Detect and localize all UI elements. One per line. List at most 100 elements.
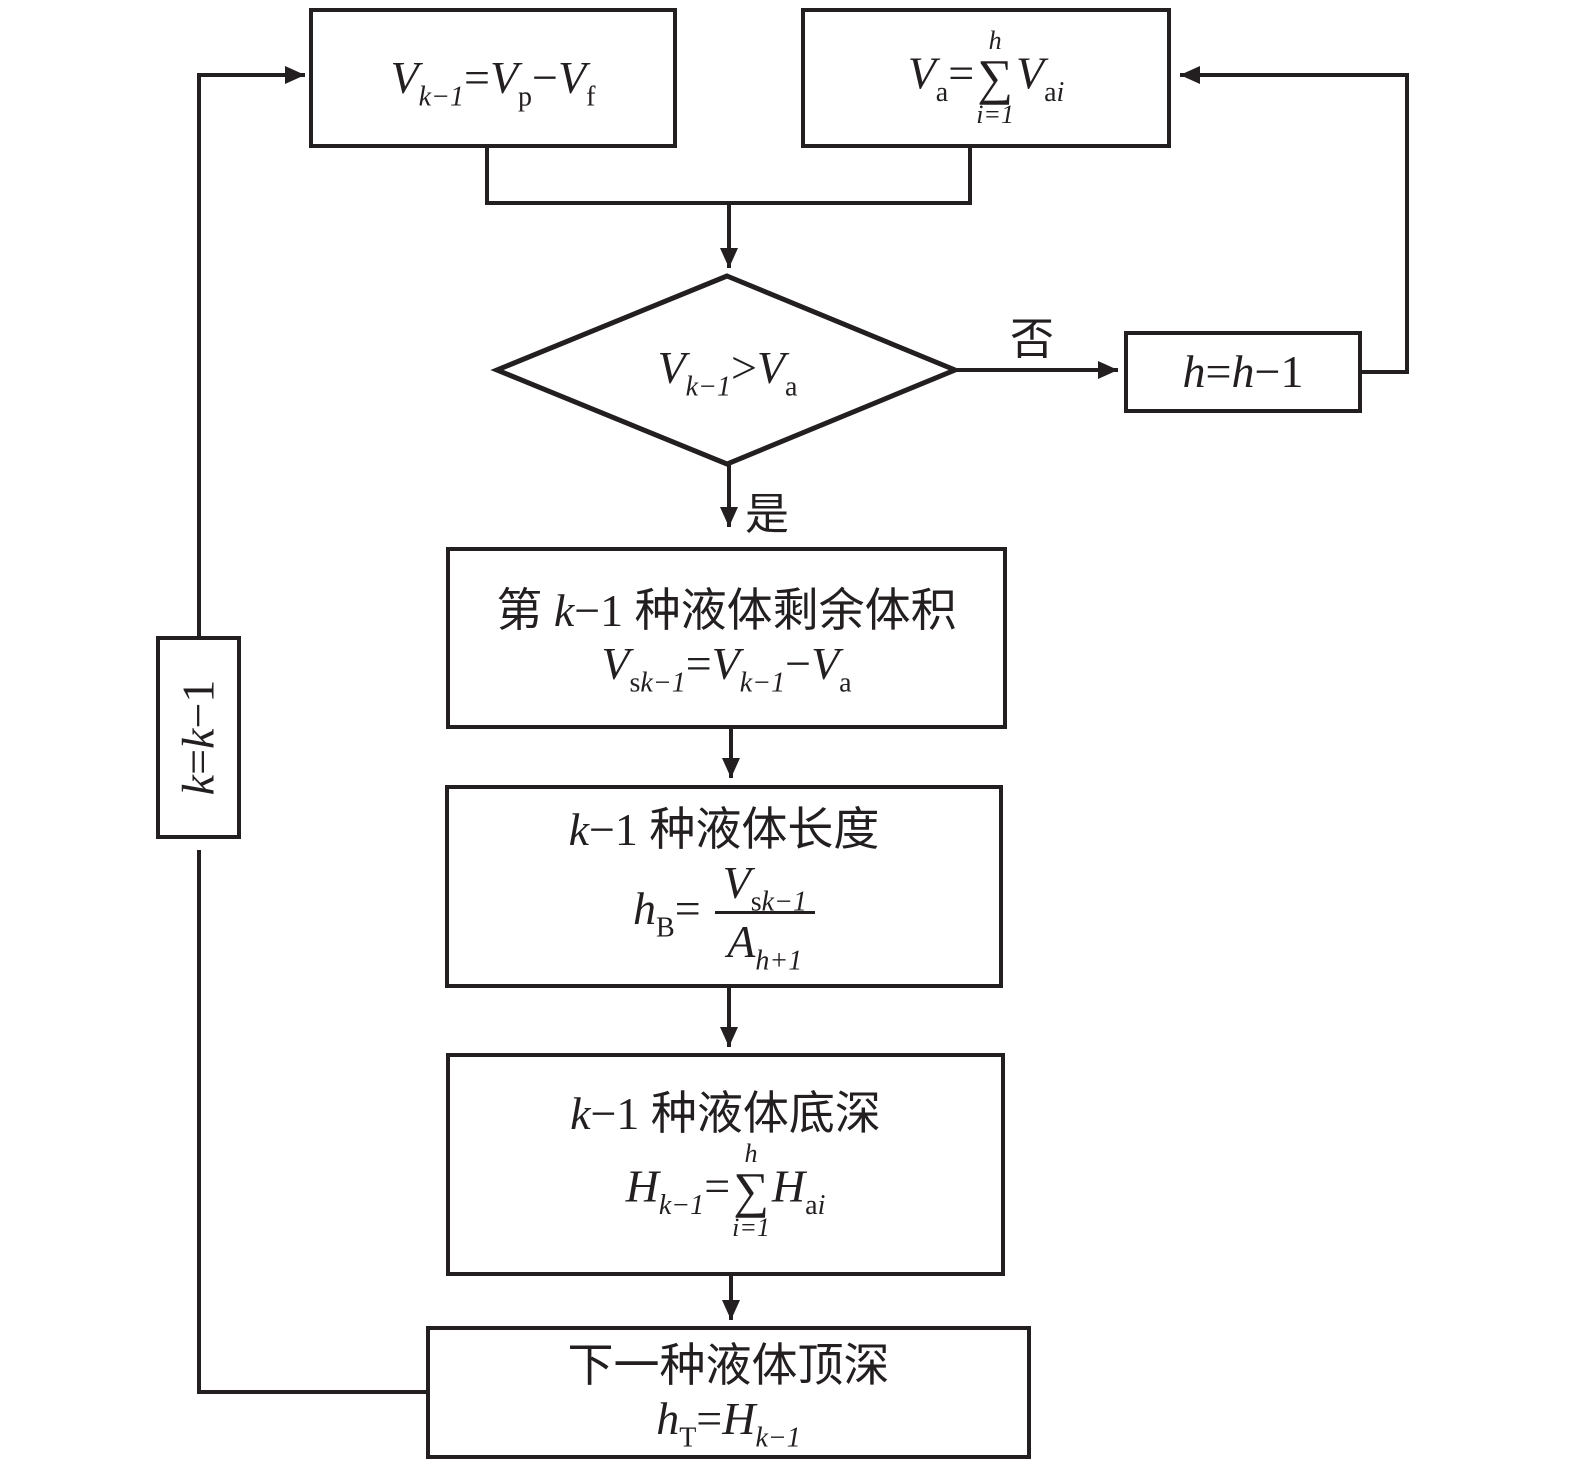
summation: h∑i=1 — [732, 1141, 770, 1241]
numerator: Vsk−1 — [715, 856, 815, 916]
sub: k−1 — [761, 886, 807, 918]
sum-upper: h — [744, 1139, 758, 1169]
sub: k−1 — [739, 667, 786, 699]
sigma-icon: ∑ — [977, 49, 1013, 106]
summation: h∑i=1 — [976, 28, 1014, 128]
sub: i — [1056, 77, 1065, 109]
sub: k−1 — [640, 667, 686, 699]
node-remaining-volume: 第 k−1 种液体剩余体积 Vsk−1=Vk−1−Va — [446, 547, 1007, 729]
edge-label-no: 否 — [1010, 314, 1054, 365]
vk-formula: Vk−1=Vp−Vf — [390, 51, 596, 111]
op: = — [704, 1160, 731, 1212]
connector-k-loop-lower — [197, 850, 428, 1394]
op: > — [730, 342, 757, 393]
var: V — [558, 51, 587, 103]
connector-vk-down — [485, 148, 972, 205]
sub: T — [679, 1422, 697, 1454]
sub: k−1 — [418, 81, 464, 113]
sub: k−1 — [658, 1190, 705, 1222]
var: V — [657, 342, 686, 393]
var: h — [656, 1392, 680, 1444]
fraction-bar — [714, 911, 815, 915]
sum-upper: h — [988, 26, 1002, 56]
node-k-update: k=k−1 — [156, 636, 241, 839]
var: h — [633, 882, 656, 934]
op: = — [674, 882, 701, 934]
var: H — [771, 1160, 806, 1212]
sum-lower: i=1 — [732, 1212, 770, 1242]
op: = — [685, 638, 712, 689]
k-update-formula: k=k−1 — [172, 680, 225, 796]
remaining-volume-formula: Vsk−1=Vk−1−Va — [601, 638, 851, 697]
text: −1 种液体底深 — [590, 1088, 881, 1140]
node-top-depth: 下一种液体顶深 hT=Hk−1 — [426, 1326, 1031, 1459]
edge-label-yes: 是 — [745, 489, 789, 540]
var: H — [722, 1392, 756, 1444]
op: = — [1205, 345, 1232, 397]
sub: a — [839, 667, 852, 699]
sub: s — [750, 886, 762, 918]
op: −1 — [172, 679, 224, 729]
top-depth-title: 下一种液体顶深 — [567, 1339, 890, 1391]
h-update-formula: h=h−1 — [1183, 346, 1304, 399]
sub: a — [805, 1190, 818, 1222]
sub: a — [1044, 77, 1057, 109]
op: = — [696, 1392, 723, 1444]
var: V — [907, 47, 936, 99]
op: −1 — [1254, 345, 1304, 397]
bottom-depth-title: k−1 种液体底深 — [570, 1088, 881, 1141]
node-vk-formula: Vk−1=Vp−Vf — [309, 8, 677, 148]
sub: k−1 — [755, 1422, 801, 1454]
sigma-icon: ∑ — [733, 1162, 769, 1219]
op: = — [172, 748, 224, 775]
var: V — [489, 51, 519, 103]
sub: a — [935, 77, 949, 109]
var: V — [756, 342, 786, 393]
connector-k-loop-upper — [197, 66, 305, 636]
sub: p — [518, 81, 533, 113]
sub: k−1 — [685, 371, 731, 403]
op: = — [948, 47, 975, 99]
connector-h-loop — [1180, 66, 1409, 374]
var: V — [390, 51, 419, 103]
var: h — [1231, 345, 1255, 397]
var: k — [570, 1088, 591, 1140]
decision-text: Vk−1>Va — [560, 342, 895, 401]
text: 第 — [496, 585, 554, 637]
sub: s — [629, 667, 641, 699]
op: − — [785, 638, 812, 689]
var: k — [172, 774, 224, 796]
liquid-length-title: k−1 种液体长度 — [569, 804, 880, 857]
var: k — [172, 728, 224, 749]
op: − — [532, 51, 558, 103]
var: H — [625, 1160, 659, 1212]
sub: a — [785, 371, 798, 403]
sum-lower: i=1 — [976, 99, 1014, 129]
var: A — [727, 916, 756, 968]
op: = — [463, 51, 490, 103]
text: −1 种液体剩余体积 — [574, 585, 957, 637]
var: V — [811, 638, 840, 689]
top-depth-formula: hT=Hk−1 — [656, 1392, 801, 1452]
sub: B — [656, 912, 675, 944]
sub: f — [586, 81, 596, 113]
denominator: Ah+1 — [727, 914, 802, 975]
sub: h+1 — [755, 946, 803, 978]
var: V — [722, 856, 751, 908]
text: −1 种液体长度 — [588, 803, 880, 855]
node-h-update: h=h−1 — [1124, 331, 1362, 413]
var: k — [568, 803, 589, 855]
remaining-volume-title: 第 k−1 种液体剩余体积 — [496, 585, 956, 638]
sub: i — [817, 1190, 826, 1222]
var: V — [601, 638, 630, 689]
var: k — [553, 585, 575, 637]
var: h — [1182, 345, 1206, 397]
var: V — [711, 638, 740, 689]
